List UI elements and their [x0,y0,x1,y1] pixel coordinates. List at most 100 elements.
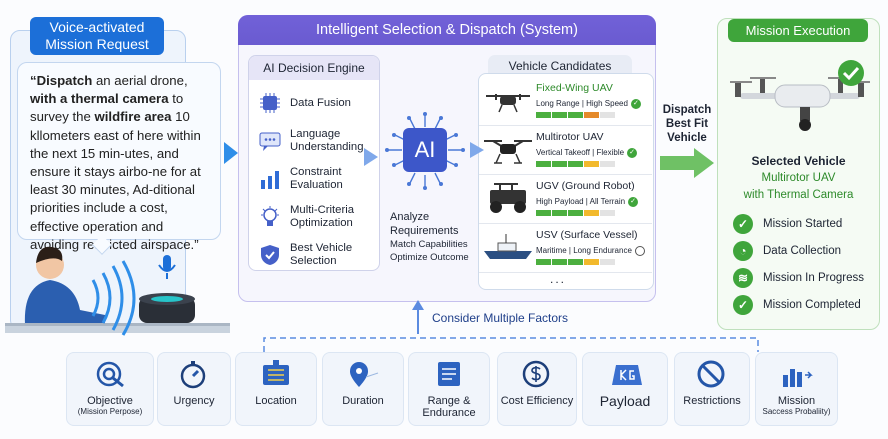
factor-label: Location [255,395,297,407]
capability-bar-segment [568,210,583,216]
vehicle-name: Multirotor UAV [536,131,604,143]
capability-bars [536,259,615,265]
candidates-title: Vehicle Candidates [488,55,632,75]
analyze-line1: Match Capabilities [390,239,468,250]
capability-bars [536,161,615,167]
vehicle-candidates-list: Fixed-Wing UAV Long Range | High Speed✓ … [478,73,654,290]
selected-title: Selected Vehicle [751,154,846,168]
capability-bar-segment [552,161,567,167]
capability-bar-segment [536,259,551,265]
progress-icon: ◔ [733,241,753,261]
vehicle-description: High Payload | All Terrain [536,197,626,206]
engine-item: Language Understanding [249,122,379,160]
vehicle-candidate[interactable]: Multirotor UAV Vertical Takeoff | Flexib… [479,125,652,175]
arrow-to-system [224,142,238,164]
vehicle-description: Long Range | High Speed [536,99,628,108]
chat-icon [259,132,281,151]
empty-circle-icon [634,245,645,256]
check-icon: ✓ [733,214,753,234]
selected-vehicle-payload: with Thermal Camera [743,189,854,201]
mission-status: ◔ Data Collection [733,241,841,261]
check-icon: ✓ [628,196,639,207]
vehicle-image [486,94,530,113]
map-board-icon [263,360,289,385]
analyze-requirements: Analyze Requirements Match Capabilities … [390,210,476,264]
check-icon: ✓ [733,295,753,315]
factor-label: Duration [342,395,384,407]
bar-chart-icon [261,171,279,189]
drone-image [730,60,870,131]
vehicle-image [484,234,532,259]
quote-segment: to survey the [30,91,184,125]
factor-label: Objective [87,395,133,407]
quote-segment: an aerial drone, [92,73,188,88]
capability-bar-segment [600,161,615,167]
factor-card[interactable]: Restrictions [674,352,750,426]
selected-check-icon [838,60,864,86]
capability-bar-segment [568,112,583,118]
factors-connector [263,300,759,352]
mission-status: ✓ Mission Completed [733,295,861,315]
probability-chart-icon [782,369,813,387]
mission-status-label: Mission Started [763,218,843,230]
vehicle-candidate[interactable]: USV (Surface Vessel) Maritime | Long End… [479,223,652,273]
user-speaking-illustration [5,246,230,336]
ai-brain: AI [380,105,470,195]
vehicle-candidate[interactable]: Fixed-Wing UAV Long Range | High Speed✓ [479,76,652,126]
capability-bar-segment [600,112,615,118]
engine-title: AI Decision Engine [249,56,379,80]
factor-card[interactable]: Objective (Mission Perpose) [66,352,154,426]
factor-card[interactable]: Cost Efficiency [497,352,577,426]
lightbulb-icon [261,206,279,226]
factor-label: Mission [777,395,816,407]
capability-bars [536,112,615,118]
wifi-icon: ≋ [733,268,753,288]
engine-item-label: Best Vehicle Selection [290,242,353,267]
vehicle-image [484,140,532,164]
factor-label: Range & Endurance [422,395,476,419]
factor-card[interactable]: Mission Saccess Probaliity) [755,352,838,426]
mission-status-label: Mission Completed [763,299,861,311]
capability-bar-segment [568,161,583,167]
target-icon [96,361,124,388]
selected-vehicle: Selected Vehicle Multirotor UAV with The… [717,153,880,204]
factor-card[interactable]: Urgency [157,352,231,426]
vehicle-description-row: Vertical Takeoff | Flexible✓ [536,147,638,158]
capability-bar-segment [600,210,615,216]
factor-card[interactable]: Payload [582,352,668,426]
engine-item: Multi-Criteria Optimization [249,198,379,236]
chip-icon [260,93,280,113]
capability-bar-segment [552,259,567,265]
check-icon: ✓ [630,98,641,109]
dispatch-arrow-icon [660,148,714,178]
capability-bar-segment [584,161,599,167]
request-title: Voice-activated Mission Request [30,17,164,55]
capability-bar-segment [536,161,551,167]
capability-bar-segment [552,112,567,118]
analyze-line2: Optimize Outcome [390,252,469,263]
factor-label: Urgency [173,395,215,407]
quote-segment: with a thermal camera [30,91,169,107]
vehicle-name: Fixed-Wing UAV [536,82,613,94]
engine-item: Constraint Evaluation [249,160,379,198]
vehicle-description-row: Long Range | High Speed✓ [536,98,641,109]
engine-item-label: Data Fusion [290,96,351,109]
vehicle-name: UGV (Ground Robot) [536,180,635,192]
vehicle-candidate[interactable]: UGV (Ground Robot) High Payload | All Te… [479,174,652,224]
arrow-to-ai [364,148,378,166]
factor-label: Cost Efficiency [500,395,574,407]
mission-status-label: Mission In Progress [763,272,864,284]
factor-card[interactable]: Location [235,352,317,426]
voice-request-quote: “Dispatch an aerial drone, with a therma… [17,62,221,252]
capability-bar-segment [584,112,599,118]
execution-title: Mission Execution [728,19,868,42]
factor-card[interactable]: Range & Endurance [408,352,490,426]
more-candidates[interactable]: ... [550,272,567,286]
engine-item: Data Fusion [249,84,379,122]
vehicle-description-row: Maritime | Long Endurance [536,245,645,256]
no-entry-icon [697,360,725,388]
engine-item: Best Vehicle Selection [249,236,379,274]
mission-status-label: Data Collection [763,245,841,257]
factor-card[interactable]: Duration [322,352,404,426]
